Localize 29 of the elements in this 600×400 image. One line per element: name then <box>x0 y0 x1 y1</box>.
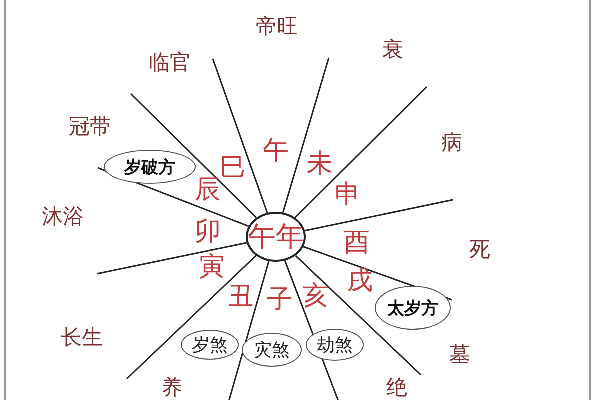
stage-label: 养 <box>162 378 182 398</box>
sha-oval: 劫煞 <box>306 329 364 361</box>
branch-label: 申 <box>335 182 361 208</box>
branch-label: 寅 <box>199 254 225 280</box>
stage-label: 临官 <box>149 52 191 74</box>
direction-oval: 太岁方 <box>375 286 451 330</box>
branch-label: 卯 <box>195 219 221 245</box>
sha-oval: 岁煞 <box>181 330 239 360</box>
branch-label: 子 <box>267 287 293 313</box>
stage-label: 长生 <box>61 328 103 348</box>
branch-label: 午 <box>263 138 289 164</box>
branch-label: 未 <box>307 151 333 177</box>
stage-label: 帝旺 <box>256 16 298 38</box>
branch-label: 巳 <box>220 155 246 181</box>
branch-label: 酉 <box>344 230 370 256</box>
branch-label: 丑 <box>228 284 254 310</box>
stage-label: 绝 <box>386 378 408 398</box>
center-circle: 午年 <box>246 212 306 262</box>
stage-label: 衰 <box>382 40 404 60</box>
direction-oval: 岁破方 <box>104 150 196 184</box>
stage-label: 死 <box>470 240 490 260</box>
sha-oval: 灾煞 <box>242 333 302 367</box>
branch-label: 亥 <box>303 283 329 309</box>
branch-label: 戌 <box>347 268 373 294</box>
branch-label: 辰 <box>195 177 221 203</box>
stage-label: 沐浴 <box>42 206 84 228</box>
stage-label: 墓 <box>450 344 470 366</box>
stage-label: 冠带 <box>69 116 111 138</box>
stage-label: 病 <box>442 132 462 154</box>
